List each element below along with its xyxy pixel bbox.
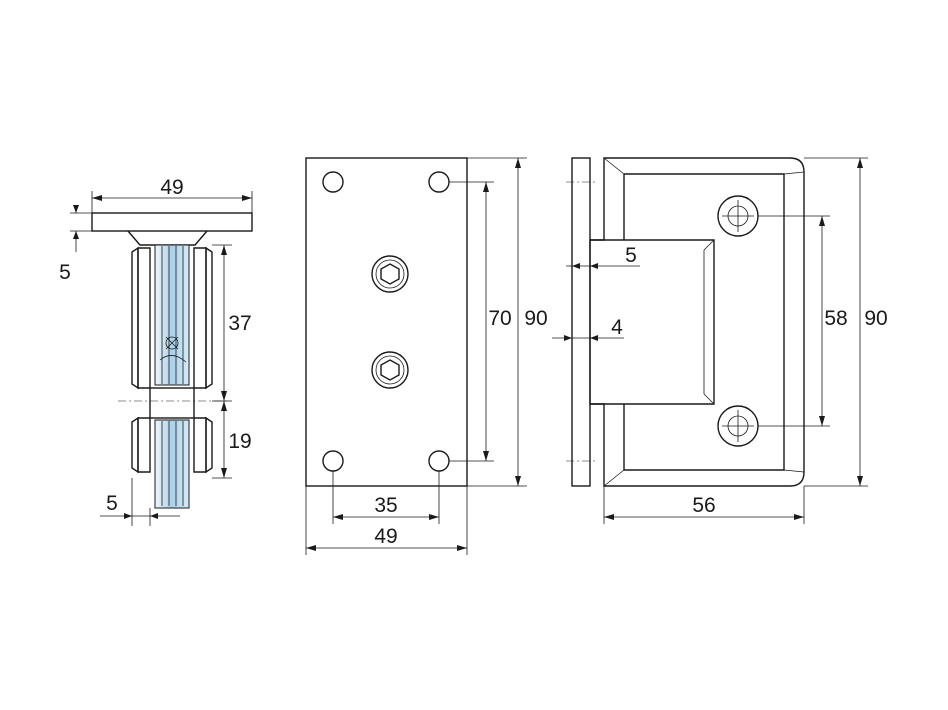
hinge-hole-upper-icon [717,195,759,237]
side-glass-lower [154,419,190,509]
hinge-dim-offset-5: 5 [625,244,637,267]
side-dim-glass-gap: 5 [106,492,118,515]
hinge-wall-plate [571,157,591,487]
front-hex-screw-lower-icon [371,351,409,389]
side-dim-lower-height: 19 [228,430,251,453]
side-left-clamp [137,247,151,389]
front-hole-bottom-right [428,450,450,472]
side-dim-width: 49 [160,176,183,199]
side-screw-icon [165,336,179,350]
front-hex-screw-upper-icon [371,255,409,293]
side-dim-plate-thickness: 5 [59,261,71,284]
side-top-plate [91,212,253,232]
side-right-clamp [193,247,207,389]
front-view: 70 90 35 49 [305,157,548,555]
side-view: 49 5 37 19 5 [59,176,253,526]
front-hole-top-right [428,171,450,193]
side-glass-upper [154,244,190,386]
hinge-dim-width: 56 [692,494,715,517]
front-dim-width: 49 [374,525,397,548]
front-dim-hole-spacing-horizontal: 35 [374,494,397,517]
hinge-cutout [590,239,715,405]
hinge-dim-offset-4: 4 [611,316,623,339]
front-hole-top-left [322,171,344,193]
side-neck [127,230,208,246]
side-glass-lines [161,246,184,506]
hinge-body [589,157,805,487]
hinge-view: 5 4 58 90 56 [552,157,888,524]
hinge-dim-height: 90 [864,307,887,330]
hinge-hole-lower-icon [717,405,759,447]
hinge-dim-hole-spacing: 58 [824,307,847,330]
front-dim-height: 90 [524,307,547,330]
front-plate [305,157,468,487]
front-hole-bottom-left [322,450,344,472]
side-dim-upper-height: 37 [228,312,251,335]
side-pivot [149,387,195,419]
front-dim-hole-spacing-vertical: 70 [488,307,511,330]
